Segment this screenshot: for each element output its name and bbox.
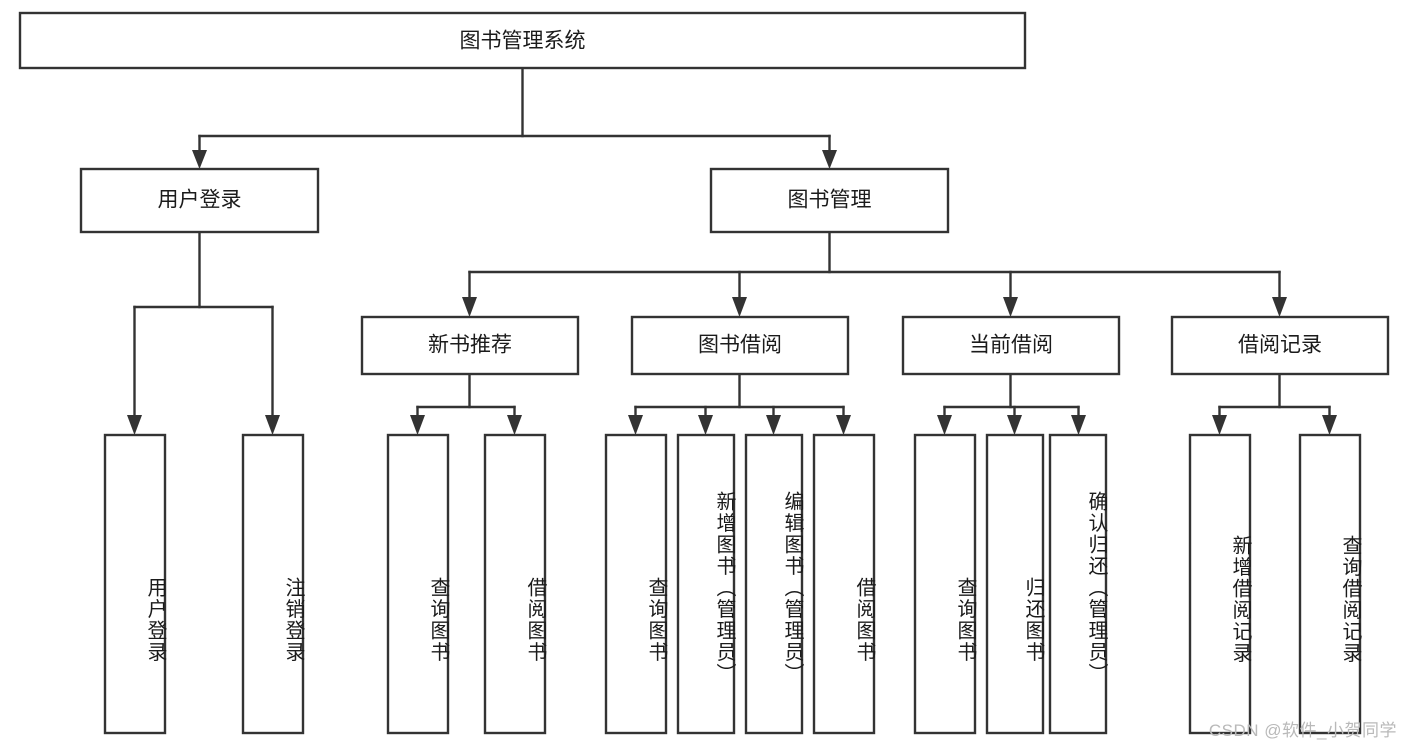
node-new-book-rec-label: 新书推荐 xyxy=(428,334,512,357)
arrow-to-leaf-add-book xyxy=(698,415,713,435)
arrow-to-book-borrow xyxy=(732,297,747,317)
arrow-to-leaf-user-login xyxy=(127,415,142,435)
node-borrow-record-label: 借阅记录 xyxy=(1238,334,1322,357)
node-root-label: 图书管理系统 xyxy=(460,30,586,53)
node-book-manage-box[interactable] xyxy=(709,167,950,234)
arrow-to-leaf-user-logout xyxy=(265,415,280,435)
arrow-to-leaf-edit-book xyxy=(766,415,781,435)
node-user-login-box[interactable] xyxy=(79,167,320,234)
node-book-manage-label: 图书管理 xyxy=(788,189,872,212)
node-leaf-query-book-2-box[interactable] xyxy=(604,433,668,735)
node-root-box[interactable] xyxy=(18,11,1027,70)
node-leaf-borrow-book-2-box[interactable] xyxy=(812,433,876,735)
node-current-borrow-label: 当前借阅 xyxy=(969,334,1053,357)
node-leaf-borrow-book-1-box[interactable] xyxy=(483,433,547,735)
arrow-to-new-book-rec xyxy=(462,297,477,317)
node-leaf-return-book-box[interactable] xyxy=(985,433,1045,735)
node-leaf-add-record-box[interactable] xyxy=(1188,433,1252,735)
arrow-to-leaf-borrow-book-2 xyxy=(836,415,851,435)
connector-layer xyxy=(127,66,1337,435)
node-new-book-rec-box[interactable] xyxy=(360,315,580,376)
arrow-to-leaf-confirm-return xyxy=(1071,415,1086,435)
arrow-to-book-manage xyxy=(822,150,837,169)
node-leaf-user-login-box[interactable] xyxy=(103,433,167,735)
arrow-to-borrow-record xyxy=(1272,297,1287,317)
node-leaf-query-record-box[interactable] xyxy=(1298,433,1362,735)
node-leaf-confirm-return-box[interactable] xyxy=(1048,433,1108,735)
box-layer: 图书管理系统 用户登录 图书管理 新书推荐 图书借阅 当前借阅 借阅记录 xyxy=(18,11,1390,735)
node-leaf-edit-book-box[interactable] xyxy=(744,433,804,735)
arrow-to-leaf-query-book-1 xyxy=(410,415,425,435)
node-leaf-query-book-1-box[interactable] xyxy=(386,433,450,735)
watermark-text: CSDN @软件_小贺同学 xyxy=(1208,721,1397,740)
arrow-to-user-login xyxy=(192,150,207,169)
node-current-borrow-box[interactable] xyxy=(901,315,1121,376)
arrow-to-leaf-query-book-3 xyxy=(937,415,952,435)
arrow-to-leaf-query-book-2 xyxy=(628,415,643,435)
node-borrow-record-box[interactable] xyxy=(1170,315,1390,376)
node-user-login-label: 用户登录 xyxy=(158,189,242,212)
arrow-to-current-borrow xyxy=(1003,297,1018,317)
arrow-to-leaf-query-record xyxy=(1322,415,1337,435)
node-leaf-query-book-3-box[interactable] xyxy=(913,433,977,735)
node-book-borrow-label: 图书借阅 xyxy=(698,334,782,357)
arrow-to-leaf-borrow-book-1 xyxy=(507,415,522,435)
node-book-borrow-box[interactable] xyxy=(630,315,850,376)
arrow-to-leaf-return-book xyxy=(1007,415,1022,435)
node-leaf-user-logout-box[interactable] xyxy=(241,433,305,735)
arrow-to-leaf-add-record xyxy=(1212,415,1227,435)
node-leaf-add-book-box[interactable] xyxy=(676,433,736,735)
